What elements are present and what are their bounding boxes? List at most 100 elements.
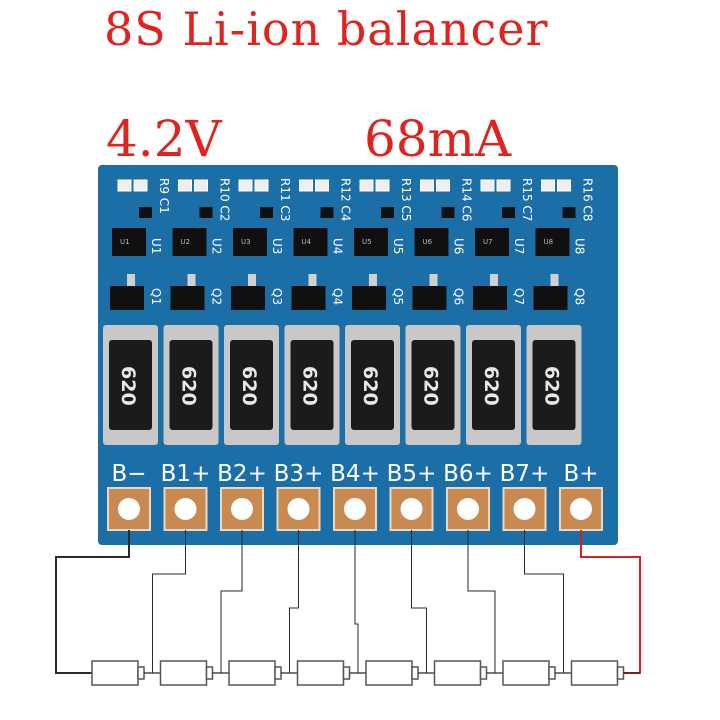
ref-ic: U5 (391, 238, 405, 254)
mosfet-tab (429, 274, 438, 286)
wire-b-minus (55, 530, 130, 674)
smd-pad (194, 179, 208, 192)
mosfet-tab (248, 274, 256, 286)
ref-mosfet: Q2 (210, 288, 224, 305)
battery-cell-terminal (616, 666, 625, 680)
smd-resistor (199, 207, 213, 218)
ref-ic: U7 (512, 238, 526, 254)
ic-marking: U4 (302, 238, 312, 246)
mosfet-tab (308, 274, 317, 286)
power-resistor (351, 340, 394, 430)
battery-cell (570, 660, 619, 686)
smd-pad (541, 179, 555, 192)
balance-mosfet (110, 286, 144, 310)
wire-b6-plus (467, 530, 496, 673)
terminal-hole (344, 498, 366, 520)
battery-cell (159, 660, 208, 686)
battery-cell (296, 660, 345, 686)
smd-resistor (441, 207, 455, 218)
battery-cell-terminal (548, 666, 556, 680)
pad-label-5: B5+ (387, 461, 437, 487)
power-resistor-code: 620 (178, 366, 200, 406)
smd-resistor (139, 207, 152, 218)
protection-ic (354, 228, 388, 256)
terminal-hole (174, 498, 197, 520)
terminal-hole (118, 498, 140, 520)
ic-marking: U7 (483, 238, 493, 246)
smd-pad (375, 179, 390, 192)
power-resistor-code: 620 (359, 366, 381, 406)
pad-label-3: B3+ (274, 461, 324, 487)
wire-b3-plus (289, 530, 299, 673)
protection-ic (475, 228, 509, 256)
battery-cell-terminal (137, 666, 145, 680)
protection-ic (414, 228, 449, 256)
protection-ic (112, 228, 146, 256)
ic-marking: U6 (423, 238, 433, 246)
pad-label-2: B2+ (217, 461, 267, 487)
ref-mosfet: Q4 (331, 288, 345, 305)
pad-label-4: B4+ (330, 461, 380, 487)
power-resistor (230, 340, 273, 430)
wire-b4-plus (354, 530, 359, 673)
ref-resistor-cap: R13 C5 (399, 178, 413, 221)
ref-resistor-cap: R12 C4 (339, 178, 353, 221)
smd-pad (117, 179, 132, 192)
smd-pad (480, 179, 495, 192)
voltage-spec: 4.2V (106, 110, 222, 168)
smd-pad (254, 179, 269, 192)
battery-cell-terminal (342, 666, 351, 680)
battery-cell (502, 660, 550, 686)
ic-marking: U8 (544, 238, 554, 246)
ref-mosfet: Q6 (452, 288, 466, 305)
mosfet-tab (490, 274, 498, 286)
pad-label-1: B1+ (161, 461, 211, 487)
battery-cell (365, 660, 413, 686)
pad-label-7: B7+ (500, 461, 550, 487)
smd-pad (178, 179, 192, 192)
ref-resistor-cap: R11 C3 (278, 178, 292, 221)
ref-resistor-cap: R14 C6 (460, 178, 474, 221)
smd-pad (420, 179, 434, 192)
terminal-hole (231, 498, 253, 520)
mosfet-tab (127, 274, 135, 286)
current-spec: 68mA (364, 110, 512, 168)
battery-cell-terminal (274, 666, 282, 680)
power-resistor (532, 340, 576, 430)
ic-marking: U5 (362, 238, 372, 246)
wire-b2-plus (220, 530, 243, 673)
ic-marking: U1 (120, 238, 130, 246)
power-resistor-code: 620 (541, 366, 563, 406)
power-resistor-code: 620 (117, 366, 139, 406)
power-resistor-code: 620 (480, 366, 502, 406)
balance-mosfet (231, 286, 265, 310)
wire-b-plus (580, 530, 641, 674)
ic-marking: U3 (241, 238, 251, 246)
wire-b1-plus (152, 530, 186, 673)
balance-mosfet (412, 286, 447, 310)
battery-cell-terminal (411, 666, 419, 680)
ref-ic: U8 (573, 238, 587, 254)
balance-mosfet (533, 286, 568, 310)
ref-ic: U2 (210, 238, 224, 254)
smd-resistor (502, 207, 515, 218)
protection-ic (535, 228, 570, 256)
smd-pad (133, 179, 148, 192)
power-resistor (169, 340, 213, 430)
ic-marking: U2 (181, 238, 191, 246)
ref-resistor-cap: R16 C8 (581, 178, 595, 221)
ref-ic: U3 (270, 238, 284, 254)
ref-mosfet: Q1 (149, 288, 163, 305)
balance-mosfet (352, 286, 386, 310)
smd-pad (496, 179, 511, 192)
smd-pad (557, 179, 571, 192)
